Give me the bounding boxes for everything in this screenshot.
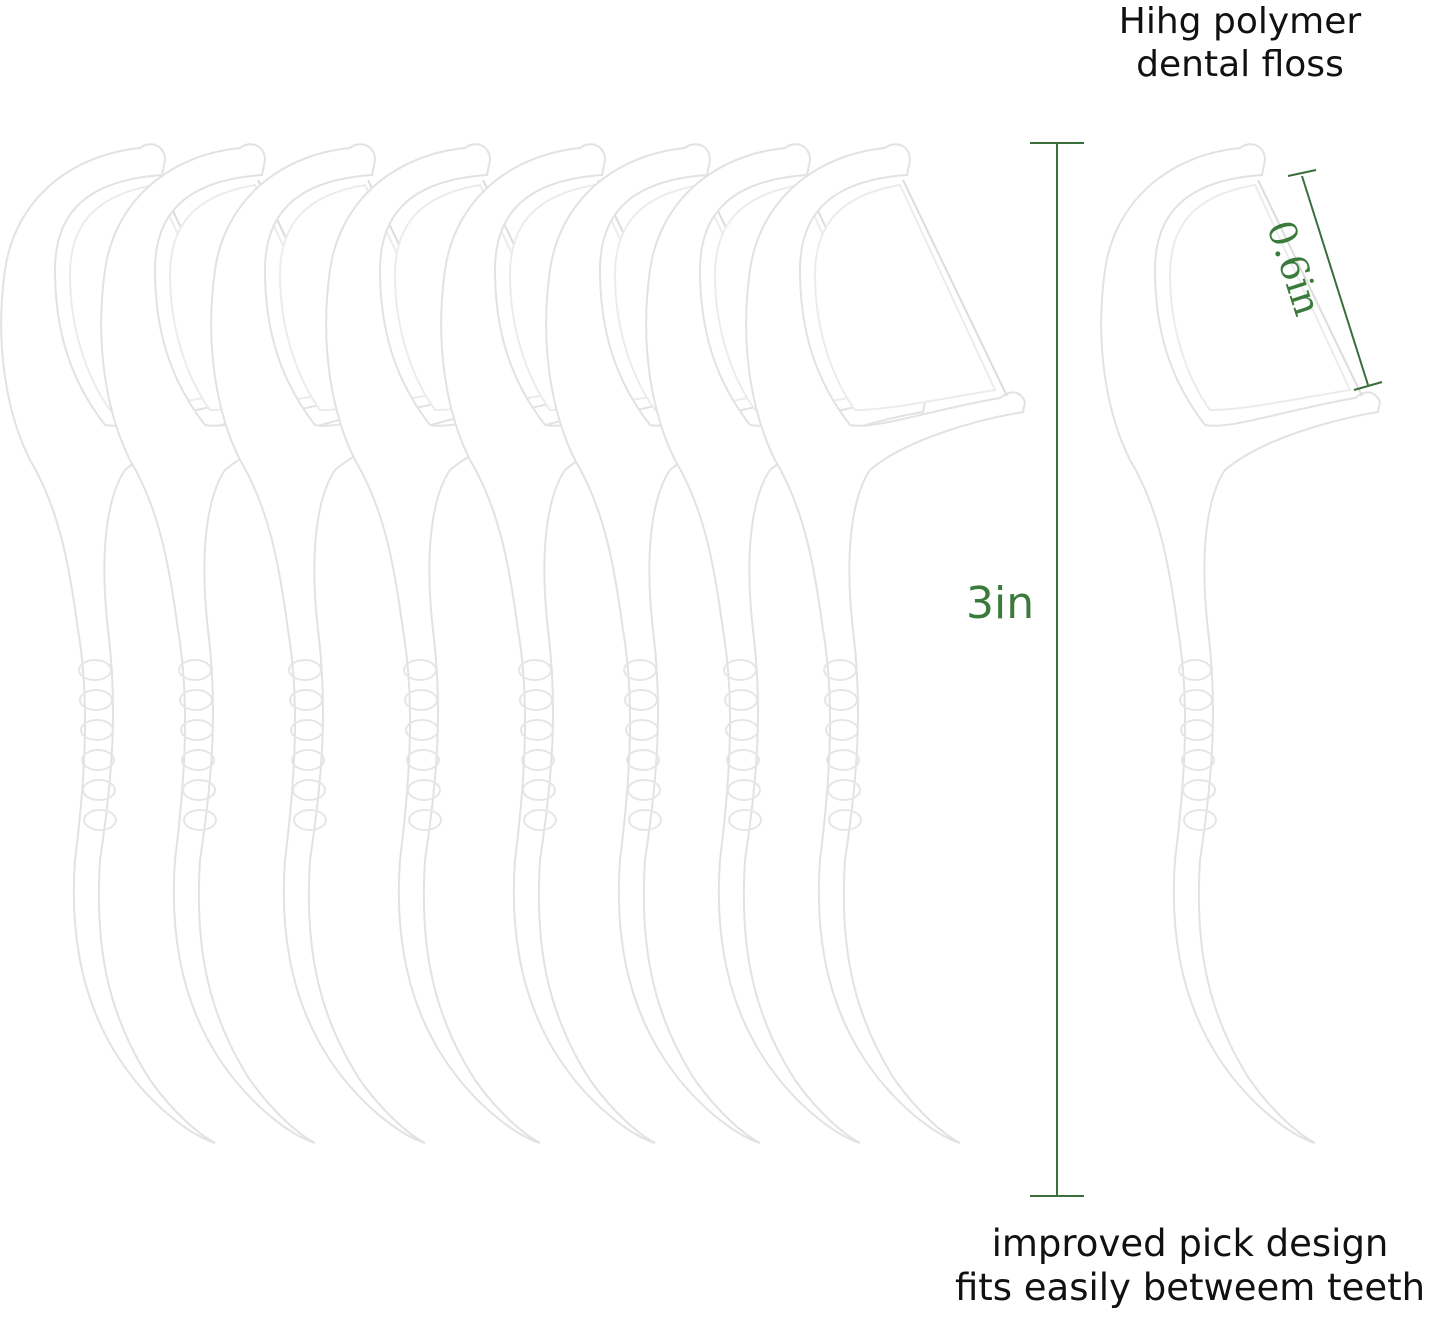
length-dimension-line (1030, 142, 1084, 1197)
caption-line: fits easily betweem teeth (954, 1266, 1426, 1310)
caption-line: improved pick design (991, 1222, 1389, 1265)
measured-pick (1100, 143, 1381, 1145)
floss-material-caption: Hihg polymer dental floss (1085, 0, 1395, 86)
width-dimension-line (1287, 169, 1383, 391)
pick-group (0, 143, 1026, 1145)
caption-line: dental floss (1136, 44, 1344, 86)
caption-line: Hihg polymer (1118, 1, 1362, 42)
length-label: 3in (966, 578, 1035, 629)
design-caption: improved pick design fits easily betweem… (925, 1222, 1448, 1311)
